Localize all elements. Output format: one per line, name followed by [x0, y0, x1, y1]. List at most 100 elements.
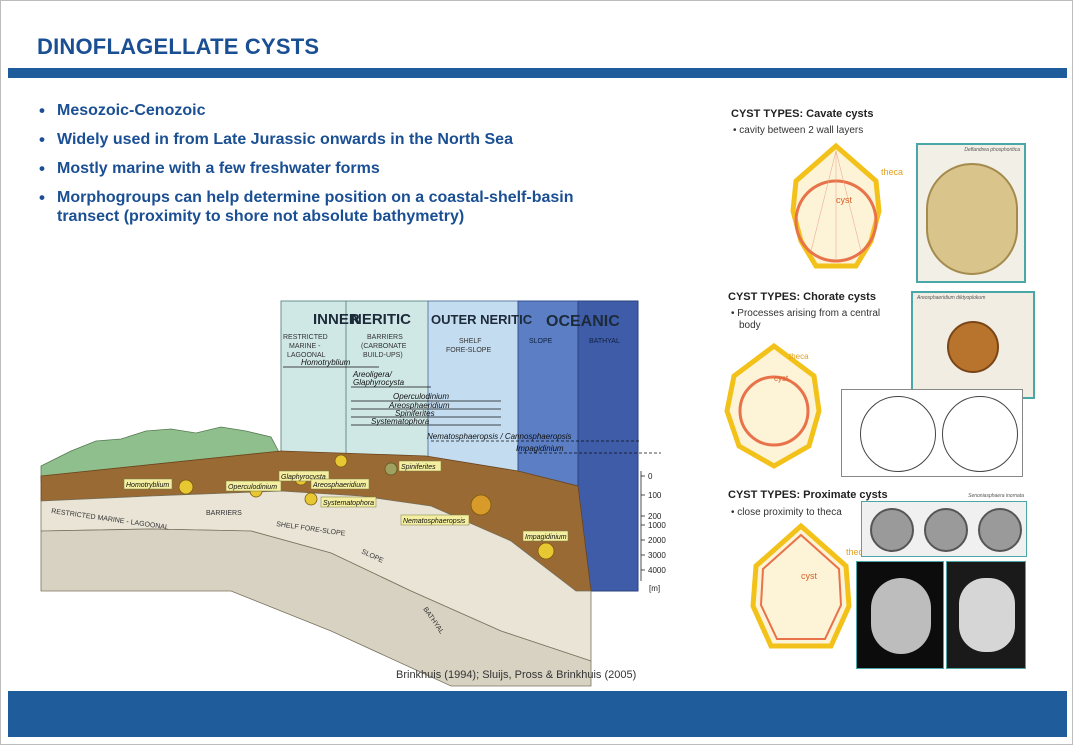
footer-bar [8, 691, 1067, 737]
cyst-specimen-icon [304, 492, 318, 506]
cyst-specimen-icon [470, 494, 492, 516]
zone-heading-oceanic: OCEANIC [546, 313, 620, 330]
cavate-specimen-shape [926, 163, 1018, 275]
chorate-label-cyst: cyst [774, 374, 789, 383]
depth-label: 3000 [648, 551, 666, 560]
zone-heading-inner: INNER [313, 311, 360, 328]
proximate-sem-photo-1 [856, 561, 944, 669]
subzone-barriers-1: BARRIERS [367, 334, 403, 341]
proximate-cyst-outline [759, 533, 843, 640]
proximate-bullet: close proximity to theca [731, 507, 842, 519]
cavate-label-theca: theca [881, 167, 903, 177]
cyst-specimen-icon [537, 542, 555, 560]
range-arrows [283, 366, 661, 454]
sem-specimen-shape [871, 578, 931, 654]
depth-label: 2000 [648, 536, 666, 545]
subzone-barriers-3: BUILD-UPS) [363, 352, 403, 359]
subzone-slope: SLOPE [529, 338, 553, 345]
subzone-restricted-3: LAGOONAL [287, 352, 326, 359]
chorate-diagram: theca cyst [724, 342, 822, 469]
proximate-theca-outline [750, 522, 852, 649]
cavate-bullet: cavity between 2 wall layers [733, 125, 863, 137]
range-label-systematophora: Systematophora [371, 417, 430, 426]
subzone-shelf-2: FORE-SLOPE [446, 347, 491, 354]
shelf-transect-diagram: INNER NERITIC OUTER NERITIC OCEANIC REST… [40, 300, 666, 687]
range-label-nematosphaeropsis: Nematosphaeropsis / Cannosphaeropsis [427, 432, 572, 441]
block-label-group: Glaphyrocysta Homotryblium Operculodiniu… [123, 460, 569, 542]
depth-label: 0 [648, 472, 653, 481]
subzone-restricted-2: MARINE - [289, 343, 321, 350]
bullet-item: Morphogroups can help determine position… [37, 188, 627, 226]
cyst-specimen-icon [384, 462, 398, 476]
range-label-homotryblium: Homotryblium [301, 358, 351, 367]
cavate-caption: Deflandrea phosphoritica [964, 147, 1020, 153]
chorate-label-theca: theca [789, 352, 809, 361]
depth-scale-labels: 0 100 200 1000 2000 3000 4000 [m] [648, 472, 666, 593]
proximate-caption: Senoniasphaera inornata [968, 493, 1024, 499]
range-label-operculodinium: Operculodinium [393, 392, 449, 401]
cavate-photo: Deflandrea phosphoritica [916, 143, 1026, 283]
depth-label: 100 [648, 491, 662, 500]
profile-label-barriers: BARRIERS [206, 510, 242, 517]
chorate-photo: Areosphaeridium diktyoplokum [911, 291, 1035, 399]
title-rule [8, 68, 1067, 78]
chorate-bullet-1: Processes arising from a central [731, 308, 880, 320]
block-label-spiniferites: Spiniferites [401, 464, 436, 471]
range-label-glaphyrocysta: Glaphyrocysta [353, 378, 405, 387]
specimen-icons [178, 454, 555, 560]
subzone-restricted-1: RESTRICTED [283, 334, 328, 341]
slide-title: DINOFLAGELLATE CYSTS [37, 34, 320, 59]
subzone-barriers-2: (CARBONATE [361, 343, 407, 350]
zone-heading-outer-neritic: OUTER NERITIC [431, 312, 533, 327]
sem-specimen-shape [959, 578, 1015, 652]
block-label-operculodinium: Operculodinium [228, 484, 277, 491]
proximate-photo-strip: Senoniasphaera inornata [861, 493, 1027, 557]
range-label-areosphaeridium: Areosphaeridium [388, 401, 450, 410]
block-label-homotryblium: Homotryblium [126, 482, 169, 489]
proximate-specimen-shape [978, 508, 1022, 552]
depth-scale [640, 471, 645, 581]
cavate-diagram: theca cyst [790, 142, 903, 269]
cavate-title: CYST TYPES: Cavate cysts [731, 108, 874, 120]
block-label-systematophora: Systematophora [323, 500, 374, 507]
bullet-item: Mesozoic-Cenozoic [37, 101, 627, 120]
chorate-caption: Areosphaeridium diktyoplokum [917, 295, 986, 301]
range-label-areoligera: Areoligera/ [352, 370, 392, 379]
proximate-specimen-shape [870, 508, 914, 552]
depth-label: 4000 [648, 566, 666, 575]
bullet-item: Widely used in from Late Jurassic onward… [37, 130, 627, 149]
proximate-diagram: theca cyst [750, 522, 868, 649]
cyst-specimen-icon [178, 479, 194, 495]
range-label-impagidinium: Impagidinium [516, 444, 564, 453]
depth-unit: [m] [649, 584, 660, 593]
block-label-areosphaeridium: Areosphaeridium [312, 482, 366, 489]
chorate-drawing-circle [942, 396, 1018, 472]
chorate-line-drawing [841, 389, 1023, 477]
subzone-shelf-1: SHELF [459, 338, 482, 345]
block-label-nematosphaeropsis: Nematosphaeropsis [403, 518, 466, 525]
chorate-bullet-2: body [739, 320, 761, 331]
citation: Brinkhuis (1994); Sluijs, Pross & Brinkh… [396, 669, 637, 681]
chorate-specimen-shape [947, 321, 999, 373]
proximate-specimen-shape [924, 508, 968, 552]
zone-heading-neritic: NERITIC [351, 311, 411, 328]
block-label-glaphyrocysta: Glaphyrocysta [281, 474, 326, 481]
depth-label: 1000 [648, 521, 666, 530]
chorate-drawing-circle [860, 396, 936, 472]
zone-panel-bathyal [577, 300, 639, 592]
chorate-cyst-outline [738, 375, 810, 447]
bullet-list: Mesozoic-Cenozoic Widely used in from La… [37, 101, 627, 236]
proximate-title: CYST TYPES: Proximate cysts [728, 489, 888, 501]
chorate-title: CYST TYPES: Chorate cysts [728, 291, 876, 303]
cyst-specimen-icon [334, 454, 348, 468]
block-label-impagidinium: Impagidinium [525, 534, 567, 541]
range-label-spiniferites: Spiniferites [395, 409, 435, 418]
subzone-bathyal: BATHYAL [589, 338, 620, 345]
proximate-label-cyst: cyst [801, 571, 818, 581]
proximate-sem-photo-2 [946, 561, 1026, 669]
bullet-item: Mostly marine with a few freshwater form… [37, 159, 627, 178]
cavate-lines [810, 150, 862, 259]
block-base [40, 528, 592, 687]
depth-label: 200 [648, 512, 662, 521]
